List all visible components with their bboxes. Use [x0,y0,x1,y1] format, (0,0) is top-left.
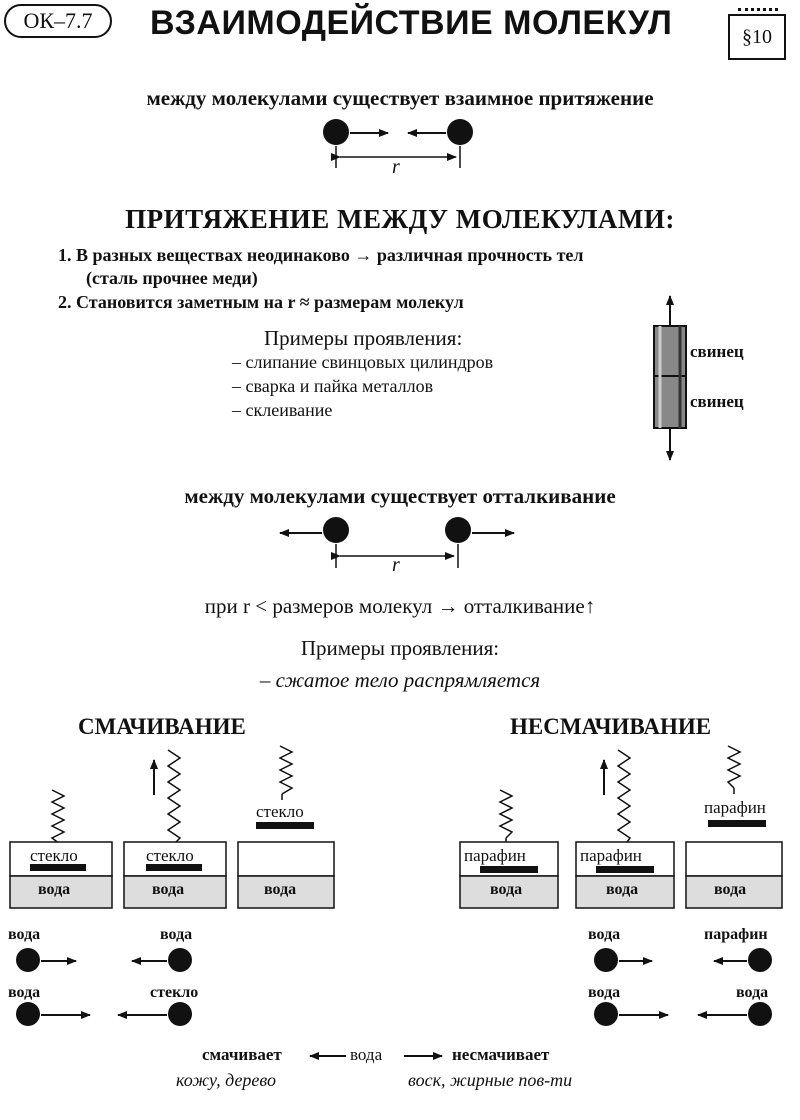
lead-cylinders-diagram [653,295,687,461]
repulsion-diagram [279,517,515,568]
nonwetting-plate-label-2: парафин [580,846,642,865]
cylinder-bottom-label: свинец [690,392,744,411]
repulsion-example: – сжатое тело распрямляется [259,668,541,692]
attraction-heading: между молекулами существует взаимное при… [146,86,654,110]
attraction-examples-title: Примеры проявления: [264,326,463,350]
wetting-mol-label-1: вода [8,926,41,943]
wetting-liquid-label-3: вода [264,881,297,898]
wetting-title: СМАЧИВАНИЕ [78,714,246,739]
molecule-left [323,517,349,543]
nonwetting-container-3 [685,745,783,909]
glass-plate [30,864,86,871]
nonwetting-liquid-label-1: вода [490,881,523,898]
nonwetting-mol-label-2: парафин [704,926,768,943]
wetting-molecules [16,948,192,1026]
attraction-section-title: ПРИТЯЖЕНИЕ МЕЖДУ МОЛЕКУЛАМИ: [125,204,675,234]
wetting-mol-label-3: вода [8,984,41,1001]
wetting-plate-label-1: стекло [30,846,78,865]
molecule-right [447,119,473,145]
nonwetting-container-1 [459,789,559,909]
attraction-distance-label: r [392,156,400,178]
wetting-container-3 [237,745,335,909]
attraction-example-2: – сварка и пайка металлов [232,376,434,396]
paraffin-plate [480,866,538,873]
lesson-code-badge: ОК–7.7 [4,4,112,38]
repulsion-distance-label: r [392,554,400,576]
molecule-left [323,119,349,145]
nonwetting-title: НЕСМАЧИВАНИЕ [510,714,712,739]
wetting-container-1 [9,789,113,909]
summary-right-examples: воск, жирные пов-ти [408,1070,573,1090]
lesson-code: ОК–7.7 [23,8,93,33]
paraffin-plate [596,866,654,873]
attraction-item-1-note: (сталь прочнее меди) [86,268,258,288]
wetting-plate-label-3: стекло [256,802,304,821]
glass-plate [256,822,314,829]
wetting-liquid-label-2: вода [152,881,185,898]
attraction-item-1: 1. В разных веществах неодинаково → разл… [58,245,584,265]
nonwetting-mol-label-1: вода [588,926,621,943]
repulsion-heading: между молекулами существует отталкивание [184,484,616,508]
nonwetting-plate-label-3: парафин [704,798,766,817]
nonwetting-molecules [594,948,772,1026]
nonwetting-container-2 [575,749,675,909]
attraction-example-1: – слипание свинцовых цилиндров [232,352,494,372]
section-number: §10 [742,26,772,48]
repulsion-examples-title: Примеры проявления: [300,636,500,660]
molecule-right [445,517,471,543]
summary-right: несмачивает [452,1045,550,1064]
attraction-item-2: 2. Становится заметным на r ≈ размерам м… [58,292,464,312]
wetting-mol-label-2: вода [160,926,193,943]
summary-center: вода [350,1045,383,1064]
page-title: ВЗАИМОДЕЙСТВИЕ МОЛЕКУЛ [150,4,673,42]
wetting-plate-label-2: стекло [146,846,194,865]
summary-left: смачивает [202,1045,282,1064]
attraction-example-3: – склеивание [232,400,333,420]
glass-plate [146,864,202,871]
wetting-liquid-label-1: вода [38,881,71,898]
paraffin-plate [708,820,766,827]
repulsion-rule: при r < размеров молекул → отталкивание↑ [204,594,596,618]
wetting-mol-label-4: стекло [150,984,199,1001]
cylinder-top-label: свинец [690,342,744,361]
nonwetting-liquid-label-3: вода [714,881,747,898]
nonwetting-plate-label-1: парафин [464,846,526,865]
wetting-container-2 [123,749,227,909]
notebook-rings [738,8,778,19]
nonwetting-mol-label-3: вода [588,984,621,1001]
summary-left-examples: кожу, дерево [176,1070,277,1090]
nonwetting-liquid-label-2: вода [606,881,639,898]
nonwetting-mol-label-4: вода [736,984,769,1001]
section-badge: §10 [728,14,786,60]
attraction-diagram [323,119,473,168]
